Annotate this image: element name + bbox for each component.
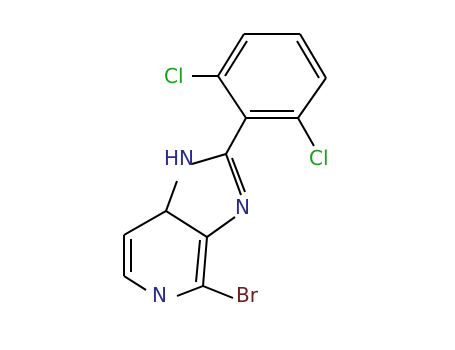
bond-c4-n5 xyxy=(176,285,204,297)
bond-c7-c7a xyxy=(123,210,167,236)
pyridine-ring xyxy=(123,210,208,297)
bond-c3a-c4-inner xyxy=(195,239,201,283)
bond-phenyl-imidazole xyxy=(225,117,247,155)
imidazole-ring xyxy=(165,153,246,238)
atom-n-imidazole: N xyxy=(235,195,250,219)
bond-c3a-c4 xyxy=(202,236,208,287)
bond-c6-c1 xyxy=(217,33,245,77)
bond-n3-c3a xyxy=(206,216,236,238)
dichlorophenyl-ring xyxy=(217,33,327,119)
bond-c2-c3 xyxy=(299,33,327,79)
bond-n5-c6 xyxy=(123,275,147,291)
atom-n-pyridine: N xyxy=(152,283,167,307)
bond-c2-n1 xyxy=(191,153,227,165)
atom-cl-right: Cl xyxy=(309,146,329,170)
atom-br: Br xyxy=(236,283,259,307)
bond-c6-c1-inner xyxy=(224,40,248,77)
bond-c3-c4 xyxy=(297,77,327,119)
bond-c7a-c3a xyxy=(165,210,208,238)
atom-cl-top: Cl xyxy=(164,64,184,88)
bond-c2-n3-inner xyxy=(231,157,246,193)
bond-c-cl-right xyxy=(297,117,315,147)
bond-c2-n3 xyxy=(225,153,242,196)
bond-c4-br xyxy=(202,285,234,299)
atom-nh: HN xyxy=(164,146,194,170)
bond-n1-c7a xyxy=(165,180,178,212)
bond-c5-c6 xyxy=(217,75,247,119)
bond-c2-c3-inner xyxy=(296,40,320,79)
